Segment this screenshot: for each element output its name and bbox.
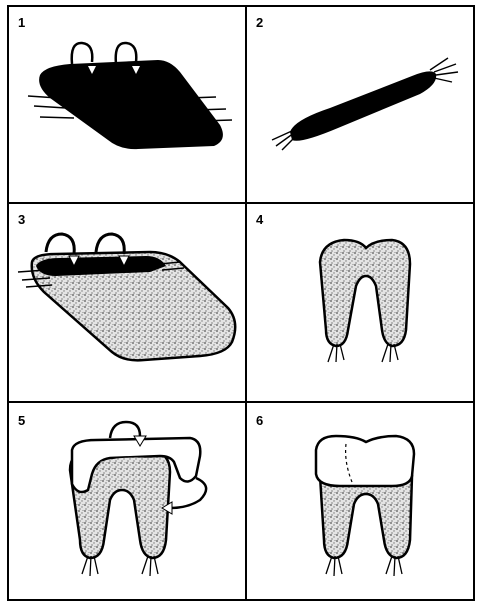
panel-5-illustration: [70, 422, 206, 576]
panel-number-2: 2: [256, 15, 263, 30]
panel-number-5: 5: [18, 413, 25, 428]
panel-1-illustration: [28, 43, 232, 149]
panel-2-illustration: [272, 58, 458, 150]
panel-4-illustration: [320, 240, 410, 362]
tooth-crown-shape: [316, 436, 414, 486]
fold-arrow-icon: [46, 234, 124, 254]
rolled-spindle-shape: [290, 71, 436, 140]
root-tip-strands: [326, 556, 402, 576]
panel-3-illustration: [18, 234, 235, 360]
panel-number-6: 6: [256, 413, 263, 428]
panel-6-illustration: [316, 436, 414, 576]
panel-number-3: 3: [18, 212, 25, 227]
black-slab-shape: [39, 60, 223, 149]
root-tip-strands: [82, 556, 158, 576]
fold-arrow-icon: [72, 43, 137, 64]
tooth-root-shape: [320, 476, 412, 558]
panel-number-1: 1: [18, 15, 25, 30]
tooth-root-shape: [320, 240, 410, 346]
panel-number-4: 4: [256, 212, 264, 227]
